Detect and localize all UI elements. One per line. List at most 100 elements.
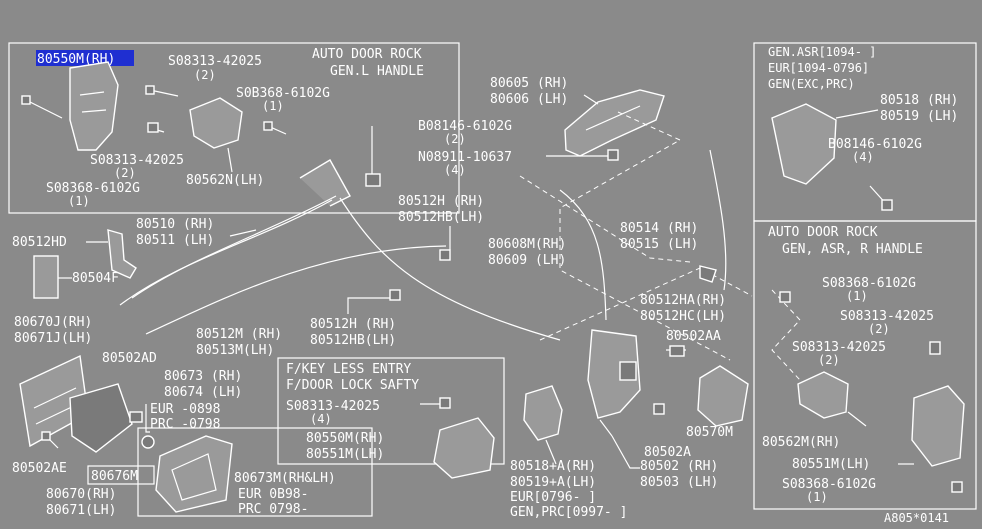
leader-tr-80518	[835, 109, 879, 119]
leader-80510	[229, 229, 257, 237]
tr-80518: 80518 (RH)	[880, 93, 958, 108]
screw-head-3	[147, 122, 159, 133]
tl-08368-b: S08368-6102G	[46, 181, 140, 196]
p-80519a: 80519+A(LH)	[510, 475, 596, 490]
actuator-80562n	[189, 97, 243, 149]
eur-range: EUR -0898	[150, 402, 220, 417]
r-08368-a-qty: (1)	[846, 289, 868, 303]
door-lock-actuator-l	[69, 61, 119, 151]
p-80671j: 80671J(LH)	[14, 331, 92, 346]
p-80670: 80670(RH)	[46, 487, 116, 502]
p-80514: 80514 (RH)	[620, 221, 698, 236]
rod-80510-b	[131, 195, 337, 299]
p-80503: 80503 (LH)	[640, 475, 718, 490]
lock-link	[599, 419, 613, 437]
p-80510: 80510 (RH)	[136, 217, 214, 232]
leader-80502	[611, 435, 640, 469]
rod-80608m	[559, 189, 607, 321]
p-80608m: 80608M(RH)	[488, 237, 566, 252]
striker-80570m	[697, 365, 749, 427]
box-auto-door-rock-l	[8, 42, 460, 214]
guide-dashed-r	[771, 289, 801, 381]
highlight-box	[36, 50, 134, 66]
box-handle-escutcheon	[137, 427, 373, 517]
tl-08313-b-qty: (2)	[114, 166, 136, 180]
box-keyless-entry	[277, 357, 505, 465]
tl-08368-a: S0B368-6102G	[236, 86, 330, 101]
inside-handle-frame	[69, 383, 133, 453]
p-80609: 80609 (LH)	[488, 253, 566, 268]
k-08313: S08313-42025	[286, 399, 380, 414]
tl-80562n: 80562N(LH)	[186, 173, 264, 188]
screw-head-4	[263, 121, 273, 131]
rod-80512m	[145, 245, 447, 335]
p-80670j: 80670J(RH)	[14, 315, 92, 330]
tr-title-1: GEN.ASR[1094- ]	[768, 45, 876, 59]
gen-prc-0997: GEN,PRC[0997- ]	[510, 505, 627, 520]
b-08146-a: B08146-6102G	[418, 119, 512, 134]
outside-handle-detail	[585, 105, 641, 131]
p-80606: 80606 (LH)	[490, 92, 568, 107]
clip-80512h-b	[389, 289, 401, 301]
eur-0796: EUR[0796- ]	[510, 490, 596, 505]
p-80512h-a: 80512H (RH)	[398, 194, 484, 209]
guide-dashed-1	[559, 111, 731, 361]
r-title-1: AUTO DOOR ROCK	[768, 225, 878, 240]
nut-08911	[607, 149, 619, 161]
bolt-head-tr	[881, 199, 893, 211]
r-08368-a: S08368-6102G	[822, 276, 916, 291]
actuator-80550m	[433, 417, 495, 479]
p-80673: 80673 (RH)	[164, 369, 242, 384]
tl-title-2: GEN.L HANDLE	[330, 64, 424, 79]
p-80673m-eur: EUR 0B98-	[238, 487, 308, 502]
k-80550m: 80550M(RH)	[306, 431, 384, 446]
p-80676m-frame	[87, 465, 155, 485]
lock-80518a	[523, 385, 563, 441]
p-80674: 80674 (LH)	[164, 385, 242, 400]
r-08368-b: S08368-6102G	[782, 477, 876, 492]
leader-80512h-b	[347, 297, 392, 314]
p-80512h-b: 80512H (RH)	[310, 317, 396, 332]
r-screw-c	[847, 411, 867, 427]
kl-title-2: F/DOOR LOCK SAFTY	[286, 378, 419, 393]
r-title-2: GEN, ASR, R HANDLE	[782, 242, 923, 257]
rod-bracket	[299, 159, 351, 207]
tr-80519: 80519 (LH)	[880, 109, 958, 124]
r-08313-b-qty: (2)	[818, 353, 840, 367]
lock-r-handle	[911, 385, 965, 467]
p-80676m: 80676M	[91, 469, 138, 484]
actuator-80562m	[797, 371, 849, 419]
p-80512hc: 80512HC(LH)	[640, 309, 726, 324]
p-80511: 80511 (LH)	[136, 233, 214, 248]
tl-08368-b-qty: (1)	[68, 194, 90, 208]
r-08313-a: S08313-42025	[840, 309, 934, 324]
clip-80676	[141, 435, 155, 449]
k-08313-qty: (4)	[310, 412, 332, 426]
p-80673m: 80673M(RH&LH)	[234, 471, 336, 486]
n-08911: N08911-10637	[418, 150, 512, 165]
screw-head-80502ae	[41, 431, 51, 441]
tl-08313-b: S08313-42025	[90, 153, 184, 168]
r-screw-a	[779, 291, 791, 303]
door-lock-main-detail	[619, 361, 637, 381]
p-80502ae: 80502AE	[12, 461, 67, 476]
p-80502aa: 80502AA	[666, 329, 721, 344]
tr-title-3: GEN(EXC,PRC)	[768, 77, 855, 91]
prc-range: PRC -0798	[150, 417, 220, 432]
p-80605: 80605 (RH)	[490, 76, 568, 91]
screw-80502a	[653, 403, 665, 415]
p-80513m: 80513M(LH)	[196, 343, 274, 358]
r-80562m: 80562M(RH)	[762, 435, 840, 450]
rod-80510	[119, 199, 333, 306]
tl-08368-a-qty: (1)	[262, 99, 284, 113]
p-80504f: 80504F	[72, 271, 119, 286]
p-80512hd: 80512HD	[12, 235, 67, 250]
guide-dashed-3	[519, 175, 691, 263]
p-80502: 80502 (RH)	[640, 459, 718, 474]
p-80502ad: 80502AD	[102, 351, 157, 366]
clip-80512h-a	[439, 249, 451, 261]
actuator-detail	[79, 91, 107, 113]
tl-title-1: AUTO DOOR ROCK	[312, 47, 422, 62]
